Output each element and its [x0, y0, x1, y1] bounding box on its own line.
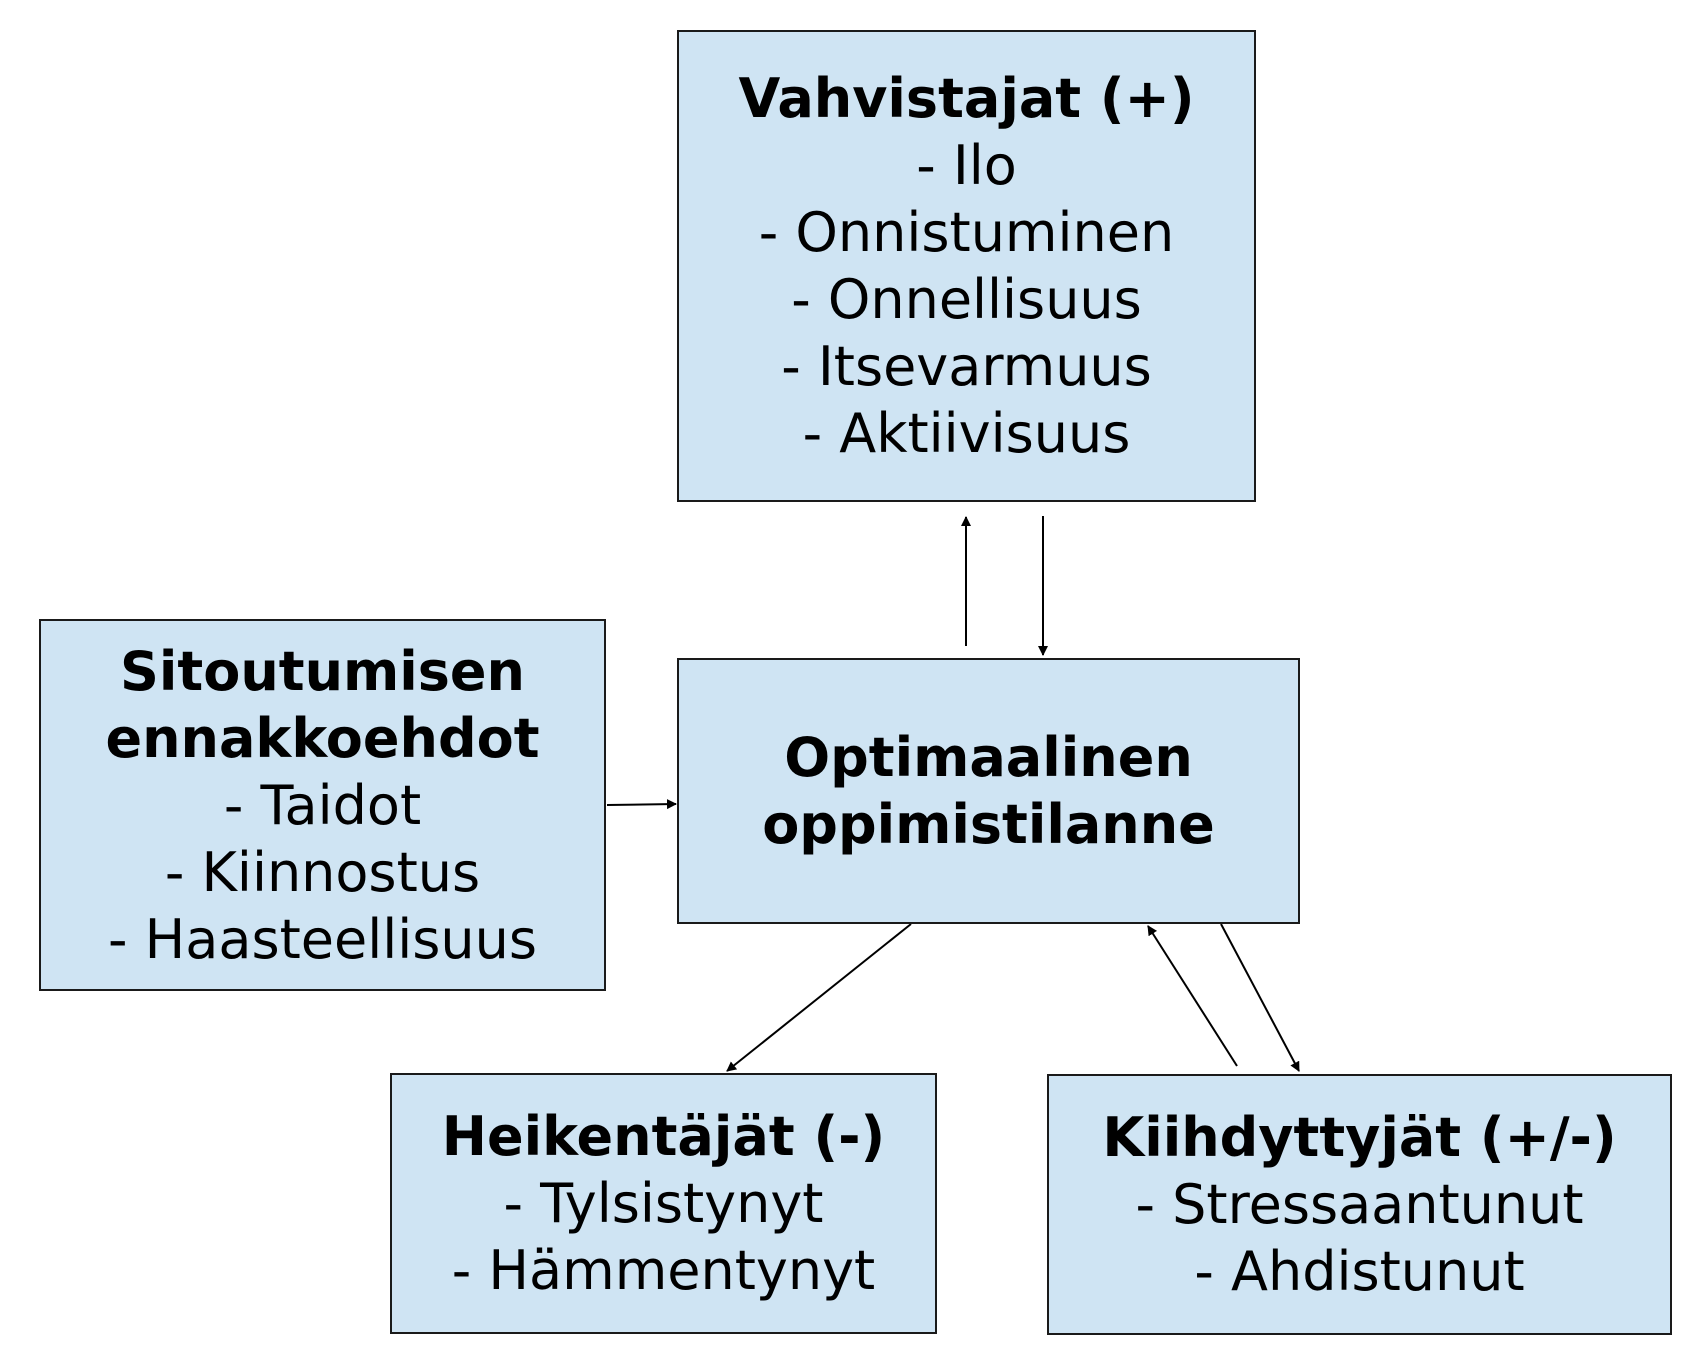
sitoutuminen-title-line-2: ennakkoehdot: [105, 706, 540, 770]
vahvistajat-box: Vahvistajat (+) - Ilo - Onnistuminen - O…: [677, 30, 1256, 502]
kiihdyttyjat-title: Kiihdyttyjät (+/-): [1102, 1106, 1617, 1169]
vahvistajat-item-onnistuminen: - Onnistuminen: [758, 201, 1175, 264]
vahvistajat-item-onnellisuus: - Onnellisuus: [791, 268, 1142, 331]
heikentajat-title: Heikentäjät (-): [441, 1105, 886, 1168]
arrow-kiihdyttyjat-to-optimaalinen: [1147, 925, 1238, 1067]
sitoutuminen-item-taidot: - Taidot: [223, 773, 422, 837]
sitoutuminen-item-haasteellisuus: - Haasteellisuus: [108, 907, 537, 971]
vahvistajat-item-itsevarmuus: - Itsevarmuus: [781, 335, 1152, 398]
optimaalinen-box: Optimaalinen oppimistilanne: [677, 658, 1300, 924]
vahvistajat-item-aktiivisuus: - Aktiivisuus: [802, 402, 1131, 465]
sitoutuminen-title-line-1: Sitoutumisen: [120, 639, 525, 703]
optimaalinen-title-line-1: Optimaalinen: [784, 726, 1193, 789]
vahvistajat-title: Vahvistajat (+): [738, 67, 1195, 130]
heikentajat-item-tylsistynyt: - Tylsistynyt: [503, 1172, 824, 1235]
sitoutuminen-box: Sitoutumisen ennakkoehdot - Taidot - Kii…: [39, 619, 606, 991]
kiihdyttyjat-item-stressaantunut: - Stressaantunut: [1135, 1173, 1584, 1236]
heikentajat-item-hammentynyt: - Hämmentynyt: [451, 1239, 876, 1302]
kiihdyttyjat-box: Kiihdyttyjät (+/-) - Stressaantunut - Ah…: [1047, 1074, 1672, 1335]
arrow-optimaalinen-to-kiihdyttyjat: [1220, 923, 1300, 1072]
sitoutuminen-item-kiinnostus: - Kiinnostus: [164, 840, 481, 904]
arrow-sitoutuminen-to-optimaalinen: [606, 799, 677, 810]
arrow-optimaalinen-to-heikentajat: [726, 923, 912, 1072]
optimaalinen-title-line-2: oppimistilanne: [762, 793, 1215, 856]
heikentajat-box: Heikentäjät (-) - Tylsistynyt - Hämmenty…: [390, 1073, 937, 1334]
vahvistajat-item-ilo: - Ilo: [916, 134, 1017, 197]
kiihdyttyjat-item-ahdistunut: - Ahdistunut: [1194, 1240, 1525, 1303]
